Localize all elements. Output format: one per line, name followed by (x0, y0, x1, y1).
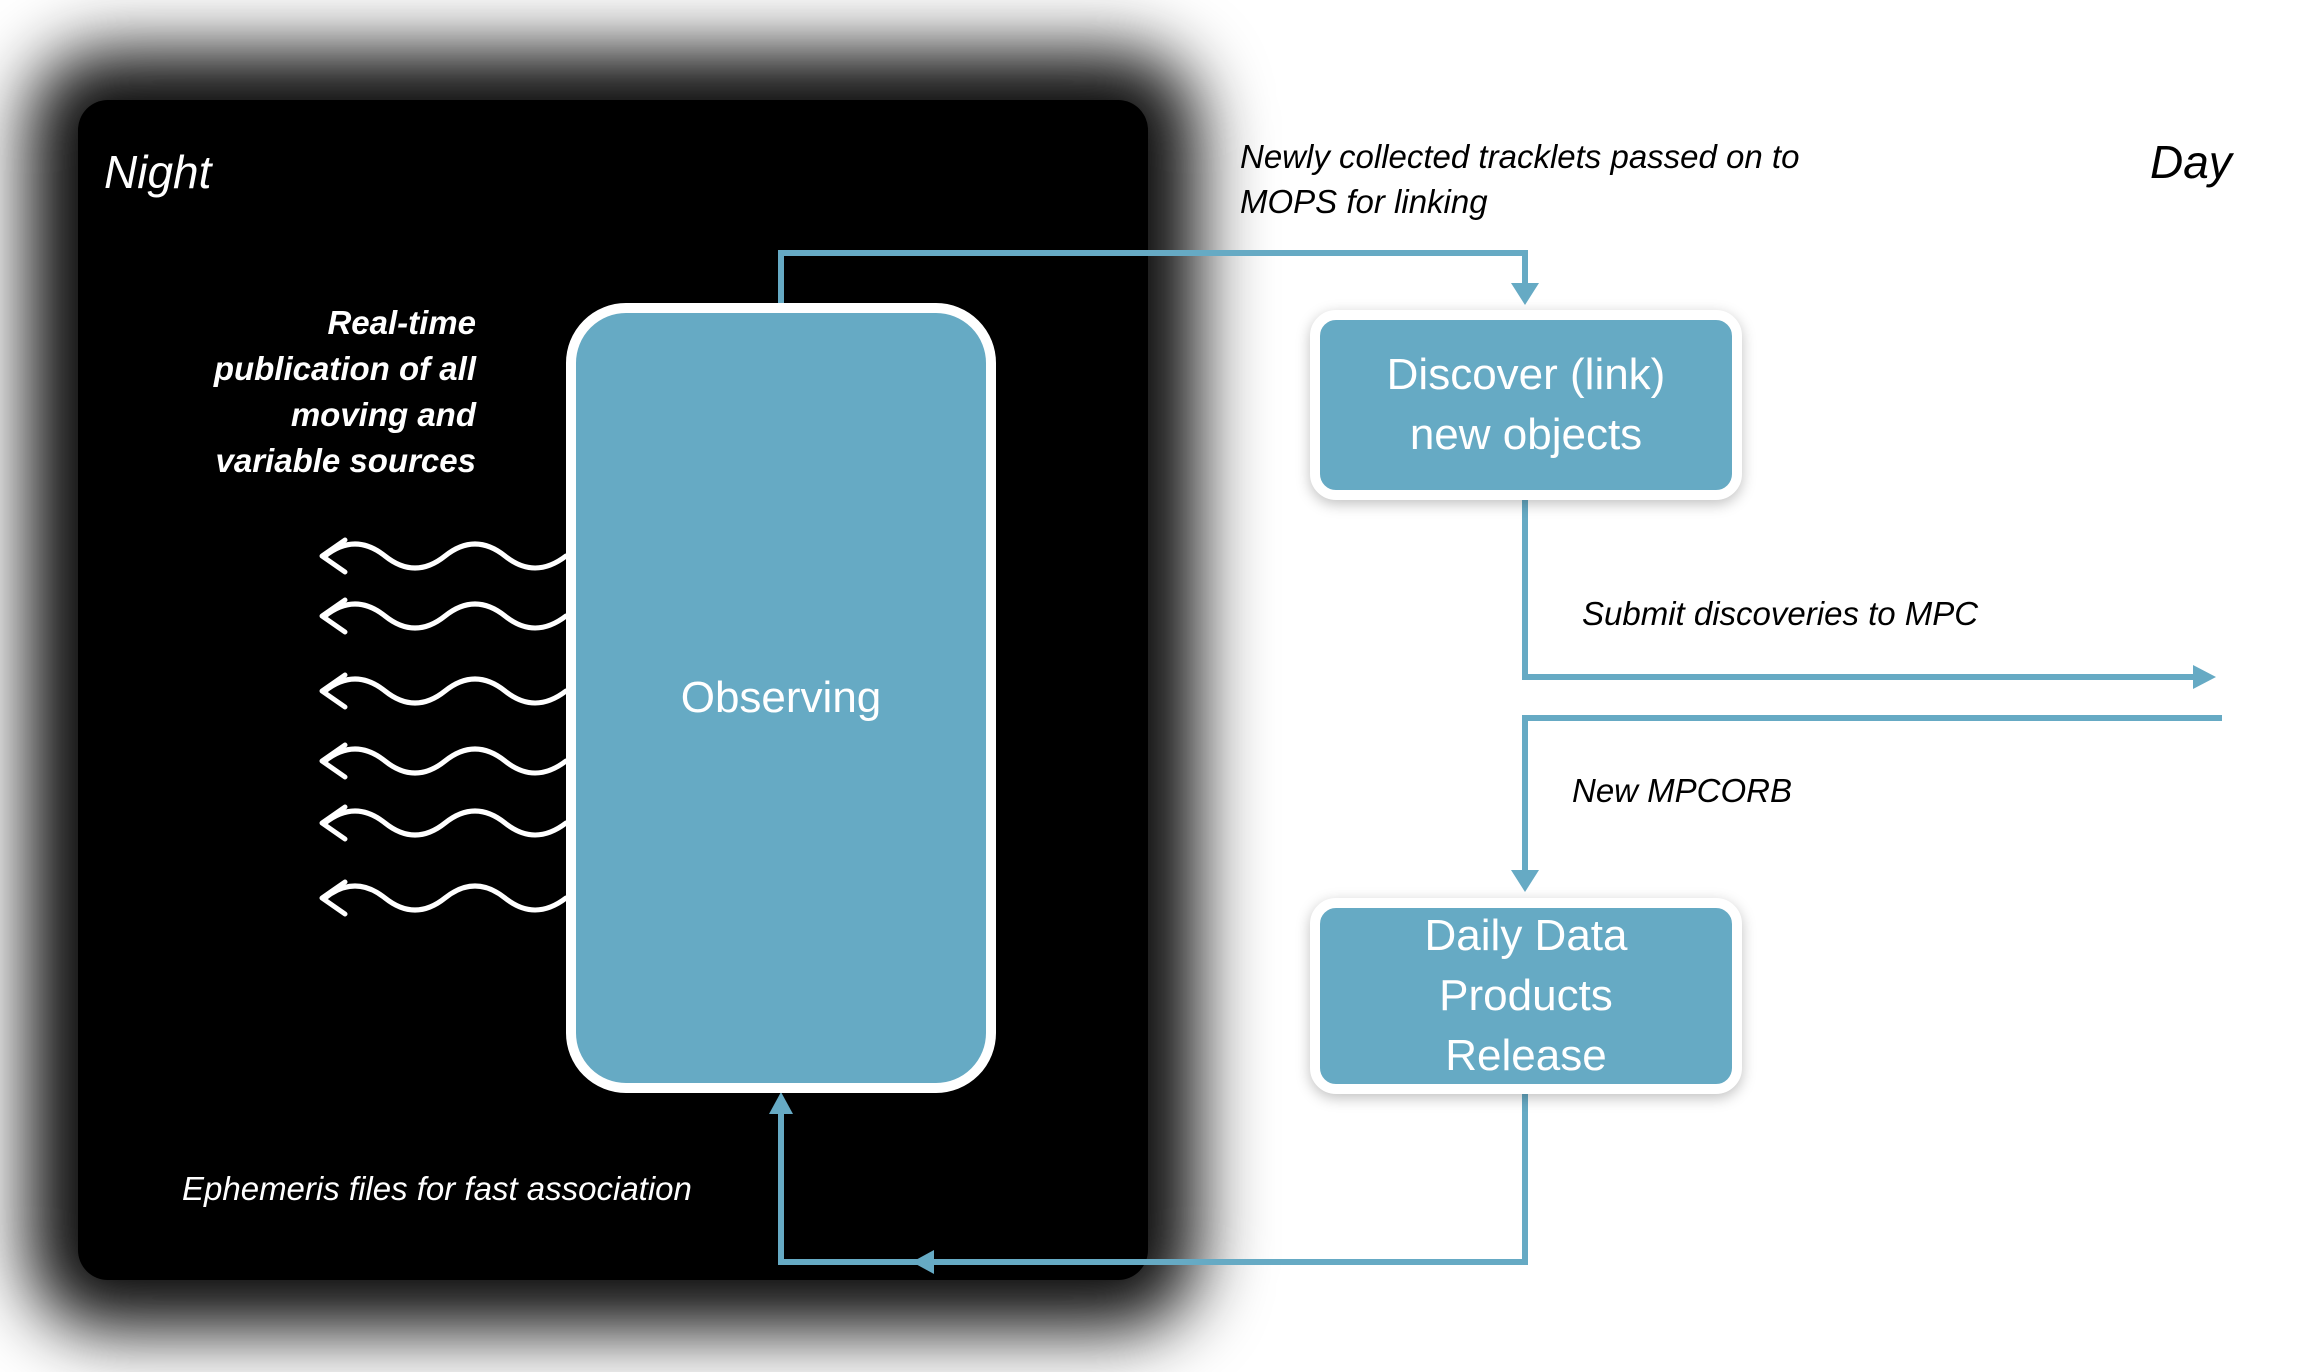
realtime-publication-label: Real-time publication of all moving and … (213, 304, 476, 479)
discover-label: Discover (link) new objects (1386, 350, 1666, 459)
wave-arrow (319, 597, 569, 635)
submit-discoveries-label: Submit discoveries to MPC (1582, 595, 1979, 632)
arrow-observing-to-discover (778, 250, 1539, 310)
night-label: Night (104, 146, 212, 198)
wave-arrow (319, 672, 569, 710)
arrow-daily-to-observing (769, 1092, 1528, 1274)
arrow-mpc-to-daily (1511, 715, 2222, 892)
observing-box: Observing (566, 303, 996, 1093)
new-mpcorb-label: New MPCORB (1572, 772, 1793, 809)
wave-arrow (319, 879, 569, 917)
daily-release-label: Daily Data Products Release (1424, 911, 1628, 1080)
arrow-discover-to-mpc (1522, 500, 2216, 689)
wave-arrow (319, 742, 569, 780)
day-label: Day (2150, 136, 2232, 188)
publication-waves (319, 537, 569, 917)
observing-label: Observing (680, 673, 882, 722)
ephemeris-label: Ephemeris files for fast association (182, 1170, 692, 1207)
wave-arrow (319, 804, 569, 842)
tracklets-label: Newly collected tracklets passed on to M… (1240, 138, 1800, 220)
wave-arrow (319, 537, 569, 575)
discover-box: Discover (link) new objects (1310, 310, 1742, 500)
daily-release-box: Daily Data Products Release (1310, 898, 1742, 1094)
